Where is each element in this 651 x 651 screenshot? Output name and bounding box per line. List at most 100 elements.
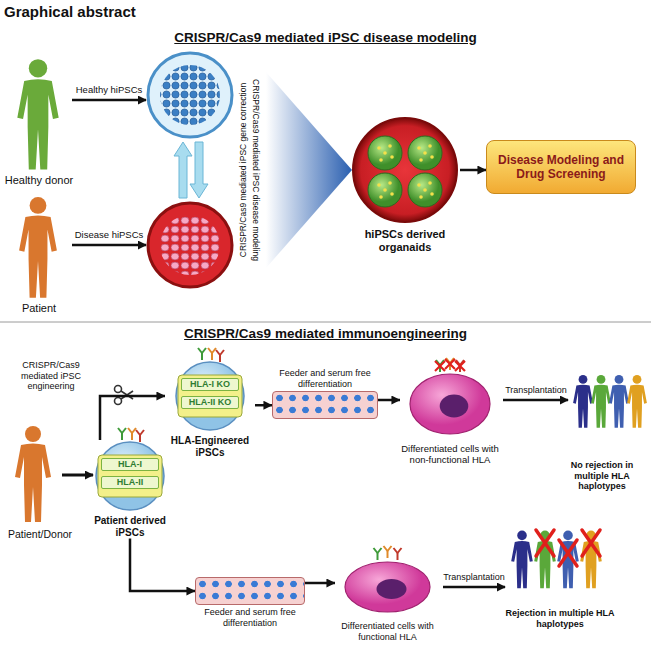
- outcome-label: No rejection in multiple HLA haplotypes: [556, 460, 648, 492]
- drawing-line: [388, 546, 392, 551]
- drawing-line: [121, 433, 123, 440]
- drawing-line: [219, 355, 221, 362]
- drawing-use: [580, 531, 602, 589]
- drawing-line: [455, 361, 465, 371]
- arrow-label: CRISPR/Cas9 mediated iPSC gene correctio…: [238, 83, 248, 257]
- arrow-label: CRISPR/Cas9 mediated iPSC disease modeli…: [251, 79, 261, 261]
- drawing-line: [0, 322, 651, 323]
- drawing-line: [435, 361, 445, 371]
- drawing-circle: [430, 155, 434, 159]
- result-box: Disease Modeling and Drug Screening: [486, 140, 636, 194]
- drawing-use: [627, 375, 647, 428]
- drawing-use: [573, 375, 593, 428]
- differentiated-cell: Differentiated cells with functional HLA: [335, 548, 440, 642]
- drawing-circle: [148, 53, 232, 137]
- ipsc-cell: HLA-Engineered iPSCsHLA-I KOHLA-II KO: [165, 360, 255, 459]
- drawing-line: [582, 530, 600, 556]
- node-text: Feeder and serum free differentiation: [195, 607, 305, 628]
- drawing-g: [384, 546, 392, 558]
- connector: [460, 169, 486, 172]
- drawing-line: [536, 530, 554, 556]
- connector: [305, 582, 335, 585]
- node-text: Feeder and serum free differentiation: [272, 368, 378, 389]
- node-text: hiPSCs derived organaids: [350, 228, 460, 254]
- drawing-use: [557, 531, 579, 589]
- drawing-line: [445, 359, 455, 369]
- drawing-line: [559, 540, 577, 566]
- drawing-g: [118, 428, 126, 440]
- arrow-label: Disease hiPSCs: [70, 229, 148, 240]
- drawing-circle: [390, 155, 394, 159]
- drawing-circle: [377, 183, 381, 187]
- drawing-line: [220, 350, 224, 355]
- drawing-circle: [388, 181, 392, 185]
- node-text: Differentiated cells with non-functional…: [400, 443, 500, 465]
- drawing-line: [62, 474, 93, 477]
- drawing-circle: [417, 183, 421, 187]
- drawing-use: [15, 426, 51, 522]
- drawing-circle: [379, 195, 383, 199]
- connector: [378, 399, 400, 402]
- drawing-line: [398, 548, 402, 553]
- outcome-label: Rejection in multiple HLA haplotypes: [500, 608, 620, 629]
- drawing-line: [582, 530, 600, 556]
- drawing-g: [456, 360, 464, 372]
- drawing-line: [122, 428, 126, 433]
- drawing-circle: [423, 151, 427, 155]
- drawing-circle: [430, 192, 434, 196]
- node-text: Patient derived iPSCs: [85, 515, 175, 539]
- drawing-rect: [98, 455, 162, 497]
- drawing-line: [202, 348, 206, 353]
- drawing-line: [397, 553, 399, 560]
- drawing-line: [445, 359, 455, 369]
- arrow-label: Transplantation: [440, 572, 508, 583]
- drawing-circle: [368, 173, 402, 207]
- drawing-circle: [160, 65, 220, 125]
- drawing-circle: [115, 398, 122, 405]
- tag-text: HLA-II KO: [183, 397, 237, 408]
- drawing-g: [208, 348, 216, 360]
- drawing-ellipse: [377, 579, 407, 599]
- drawing-line: [455, 361, 465, 371]
- drawing-use: [534, 531, 556, 589]
- drawing-circle: [408, 136, 442, 170]
- drawing-use: [19, 197, 57, 298]
- section-heading: CRISPR/Cas9 mediated iPSC disease modeli…: [0, 30, 651, 46]
- drawing-circle: [419, 158, 423, 162]
- drawing-circle: [368, 136, 402, 170]
- drawing-line: [503, 399, 568, 402]
- connector: [130, 539, 195, 591]
- drawing-polygon: [266, 72, 352, 268]
- drawing-ellipse: [410, 374, 490, 434]
- drawing-g: [128, 428, 136, 440]
- drawing-line: [211, 353, 213, 360]
- drawing-circle: [353, 118, 457, 222]
- drawing-circle: [419, 195, 423, 199]
- drawing-line: [377, 553, 379, 560]
- drawing-line: [131, 433, 133, 440]
- dish-shape: [195, 577, 305, 605]
- arrow-label: Healthy hiPSCs: [70, 84, 148, 95]
- drawing-ellipse: [345, 562, 430, 612]
- culture-dish: Feeder and serum free differentiation: [272, 368, 378, 421]
- drawing-circle: [377, 146, 381, 150]
- drawing-polygon: [174, 142, 192, 198]
- connector: [100, 396, 165, 440]
- drawing-circle: [428, 144, 432, 148]
- drawing-g: [198, 348, 206, 360]
- drawing-g: [435, 361, 445, 371]
- drawing-circle: [423, 188, 427, 192]
- drawing-line: [443, 586, 505, 589]
- diff-shape: [400, 360, 500, 440]
- drawing-line: [559, 540, 577, 566]
- drawing-rect: [178, 375, 242, 417]
- drawing-g: [446, 358, 454, 370]
- donor-label: Patient/Donor: [0, 528, 80, 540]
- drawing-circle: [390, 192, 394, 196]
- title: Graphical abstract: [4, 3, 136, 21]
- donor-label: Patient: [2, 302, 76, 315]
- tag-text: HLA-I: [103, 459, 157, 470]
- node-text: HLA-Engineered iPSCs: [165, 435, 255, 459]
- donor-label: Healthy donor: [2, 174, 76, 187]
